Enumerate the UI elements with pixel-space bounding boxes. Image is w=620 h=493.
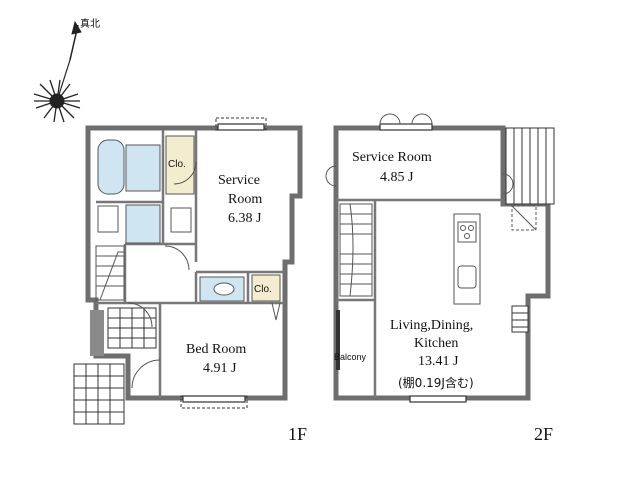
f2-ldk-area: 13.41 J — [418, 354, 459, 369]
f2-service-room-name: Service Room — [352, 150, 432, 165]
f1-bed-room-name: Bed Room — [186, 342, 247, 357]
f2-floor-label: 2F — [534, 424, 554, 444]
north-label: 真北 — [80, 17, 100, 30]
f1-floor-label: 1F — [288, 424, 308, 444]
f2-ldk-note: (棚0.19J含む) — [398, 376, 474, 390]
f1-service-room-area: 6.38 J — [228, 211, 262, 226]
f2-ldk-line2: Kitchen — [414, 336, 459, 351]
floor1-plan — [73, 117, 303, 425]
floor2-plan — [325, 113, 555, 403]
f1-closet-lower: Clo. — [254, 284, 272, 295]
f2-ldk-line1: Living,Dining, — [390, 318, 474, 333]
compass-icon — [33, 20, 82, 123]
f1-service-room-line1: Service — [218, 173, 260, 188]
f2-service-room-area: 4.85 J — [380, 170, 414, 185]
f1-service-room-line2: Room — [228, 192, 263, 207]
f1-bed-room-area: 4.91 J — [203, 361, 237, 376]
f2-balcony-label: Balcony — [334, 352, 367, 362]
f1-closet-upper: Clo. — [168, 159, 186, 170]
